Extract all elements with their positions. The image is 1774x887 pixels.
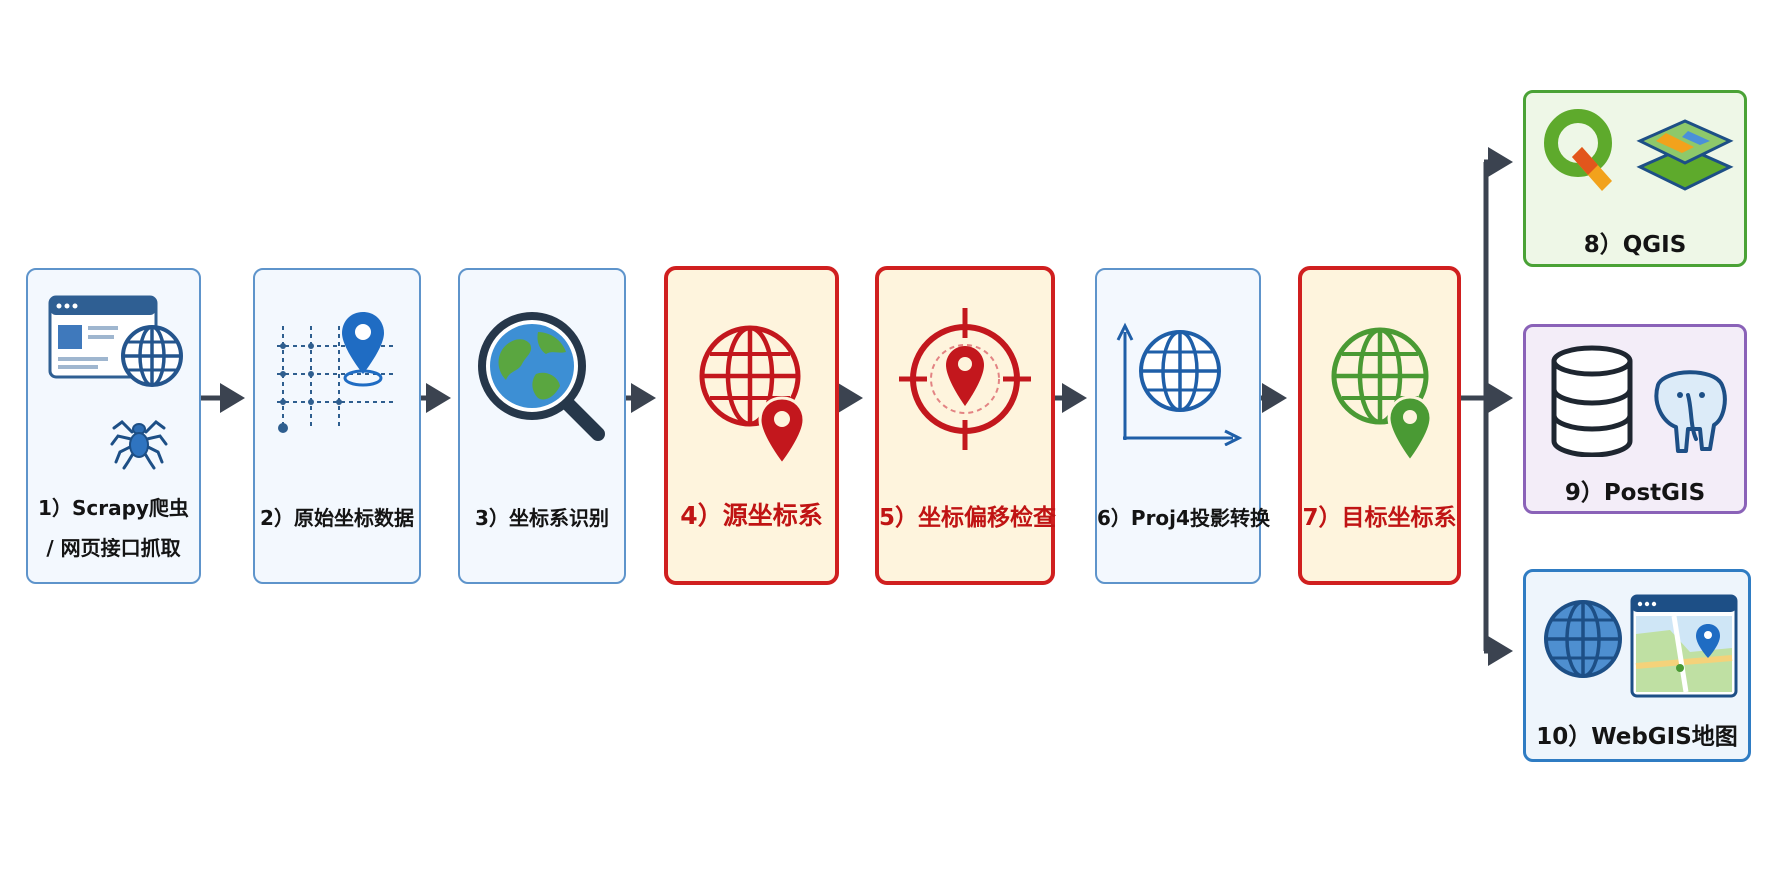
step-1-label-line1: 1）Scrapy爬虫 xyxy=(38,496,189,520)
axes-icon xyxy=(1116,322,1243,446)
step-5-label: 5）坐标偏移检查 xyxy=(879,505,1057,531)
step-6-label: 6）Proj4投影转换 xyxy=(1097,506,1270,530)
map-layers-icon xyxy=(1636,119,1734,191)
database-icon xyxy=(1551,345,1633,457)
step-2-label: 2）原始坐标数据 xyxy=(260,506,414,530)
output-qgis-label: 8）QGIS xyxy=(1583,232,1687,258)
globe-icon xyxy=(699,325,801,427)
globe-icon xyxy=(121,325,183,387)
location-pin-icon xyxy=(1387,395,1433,463)
step-1-box: 1）Scrapy爬虫 / 网页接口抓取 xyxy=(26,268,201,584)
qgis-logo-icon xyxy=(1544,109,1612,191)
spider-icon xyxy=(110,420,168,470)
output-webgis-label: 10）WebGIS地图 xyxy=(1536,724,1738,750)
step-2-box: 2）原始坐标数据 xyxy=(253,268,421,584)
step-6-box: 6）Proj4投影转换 xyxy=(1095,268,1270,584)
magnifier-globe-icon xyxy=(478,312,605,441)
step-4-box: 4）源坐标系 xyxy=(664,266,839,585)
step-4-label: 4）源坐标系 xyxy=(680,501,823,530)
step-3-box: 3）坐标系识别 xyxy=(458,268,626,584)
output-webgis-box: 10）WebGIS地图 xyxy=(1523,569,1751,762)
output-qgis-box: 8）QGIS xyxy=(1523,90,1747,267)
step-1-label-line2: / 网页接口抓取 xyxy=(46,536,181,560)
step-7-label: 7）目标坐标系 xyxy=(1302,505,1457,531)
location-pin-icon xyxy=(342,312,384,387)
elephant-icon xyxy=(1654,370,1727,453)
globe-icon xyxy=(1139,330,1221,412)
globe-icon xyxy=(1544,600,1622,678)
step-7-box: 7）目标坐标系 xyxy=(1298,266,1461,585)
step-5-box: 5）坐标偏移检查 xyxy=(875,266,1057,585)
web-map-icon xyxy=(1630,594,1738,698)
step-3-label: 3）坐标系识别 xyxy=(475,506,609,530)
output-postgis-label: 9）PostGIS xyxy=(1564,480,1706,506)
output-postgis-box: 9）PostGIS xyxy=(1523,324,1747,514)
location-pin-icon xyxy=(946,346,984,406)
crosshair-target-icon xyxy=(899,308,1031,450)
location-pin-icon xyxy=(758,396,806,466)
